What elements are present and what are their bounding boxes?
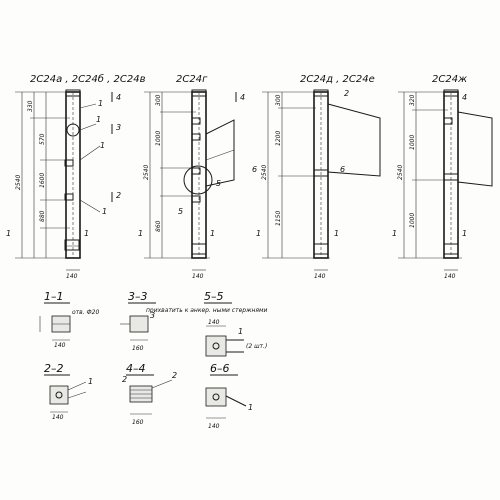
s33-note: прихватить к анкер. ными стержнями	[146, 307, 268, 314]
section-5-5: 5–5 1 (2 шт.) 140	[204, 290, 267, 357]
s55-marker: 1	[238, 327, 243, 336]
section-2-2-title: 2–2	[44, 362, 64, 375]
p2-sec-5: 5	[216, 179, 221, 188]
section-6-6: 6–6 1 140	[205, 362, 253, 430]
p3-total-dim: 2540	[261, 165, 268, 180]
s33-marker: 3	[150, 311, 155, 320]
p2-sec-5b: 5	[178, 207, 183, 216]
s55-dim: 140	[208, 319, 220, 326]
p2-sec-1-left: 1	[138, 229, 143, 238]
p4-sec-1-right: 1	[462, 229, 467, 238]
p3-base-dim: 140	[314, 273, 326, 280]
p2-top-dim: 300	[155, 94, 162, 106]
p3-sec-1-left: 1	[256, 229, 261, 238]
p4-sec-4: 4	[462, 93, 467, 102]
p3-a-dim: 1200	[275, 131, 282, 146]
p3-top-dim: 300	[275, 94, 282, 106]
p2-sec-1-right: 1	[210, 229, 215, 238]
p1-c-dim: 880	[39, 210, 46, 222]
s44-marker-2b: 2	[172, 371, 177, 380]
s66-dim: 140	[208, 423, 220, 430]
p1-marker-1: 1	[98, 99, 103, 108]
panel-3-title: 2С24д , 2С24е	[300, 74, 375, 85]
section-5-5-title: 5–5	[204, 290, 224, 303]
p4-top-dim: 320	[409, 94, 416, 106]
panel-2: 2С24г 2540 300 1000 860 4 5 5 1 1 140	[138, 74, 245, 280]
p1-top-dim: 330	[27, 100, 34, 112]
p1-total-dim: 2540	[15, 175, 22, 190]
p4-sec-1-left: 1	[392, 229, 397, 238]
panel-4: 2С24ж 2540 320 1000 1000 4 1 1 140	[392, 74, 493, 280]
section-4-4: 4–4 2 2 160	[122, 362, 177, 426]
panel-1: 2С24а , 2С24б , 2С24в 2540 330 570 1600 …	[6, 73, 146, 280]
p2-a-dim: 1000	[155, 131, 162, 146]
p3-sec-6-left: 6	[252, 165, 257, 174]
p3-sec-6-right: 6	[340, 165, 345, 174]
p2-base-dim: 140	[192, 273, 204, 280]
panel-2-title: 2С24г	[176, 74, 208, 85]
p1-sec-1-right: 1	[84, 229, 89, 238]
section-1-1-title: 1–1	[44, 290, 64, 303]
s44-dim: 160	[132, 419, 144, 426]
p1-a-dim: 570	[39, 133, 46, 145]
p3-marker-2: 2	[344, 89, 349, 98]
p1-b-dim: 1600	[39, 173, 46, 188]
p1-base-dim: 140	[66, 273, 78, 280]
p1-sec-3: 3	[116, 123, 121, 132]
s22-dim: 140	[52, 414, 64, 421]
section-6-6-title: 6–6	[210, 362, 230, 375]
p1-marker-1d: 1	[102, 207, 107, 216]
s44-marker-2: 2	[122, 375, 127, 384]
p2-b-dim: 860	[155, 220, 162, 232]
p4-total-dim: 2540	[397, 165, 404, 180]
panel-3: 2С24д , 2С24е 2540 300 1200 1150 2 6 6 1…	[252, 74, 381, 280]
s55-note: (2 шт.)	[246, 343, 267, 350]
s33-dim: 160	[132, 345, 144, 352]
p2-sec-4: 4	[240, 93, 245, 102]
section-2-2: 2–2 1 140	[44, 362, 93, 421]
p2-total-dim: 2540	[143, 165, 150, 180]
section-3-3: 3–3 прихватить к анкер. ными стержнями 3…	[120, 290, 268, 352]
s11-note: отв. Ф20	[72, 309, 99, 316]
p1-marker-1b: 1	[96, 115, 101, 124]
section-3-3-title: 3–3	[128, 290, 148, 303]
p1-sec-2: 2	[116, 191, 121, 200]
p1-sec-4: 4	[116, 93, 121, 102]
p3-b-dim: 1150	[275, 211, 282, 226]
p4-b-dim: 1000	[409, 213, 416, 228]
s22-marker: 1	[88, 377, 93, 386]
s11-dim: 140	[54, 342, 66, 349]
panel-1-title: 2С24а , 2С24б , 2С24в	[30, 73, 146, 85]
p3-sec-1-right: 1	[334, 229, 339, 238]
section-1-1: 1–1 отв. Ф20 140	[39, 290, 99, 349]
panel-4-title: 2С24ж	[432, 74, 467, 85]
p4-base-dim: 140	[444, 273, 456, 280]
p1-marker-1c: 1	[100, 141, 105, 150]
s66-marker: 1	[248, 403, 253, 412]
p4-a-dim: 1000	[409, 135, 416, 150]
section-4-4-title: 4–4	[126, 362, 146, 375]
p1-sec-1-left: 1	[6, 229, 11, 238]
